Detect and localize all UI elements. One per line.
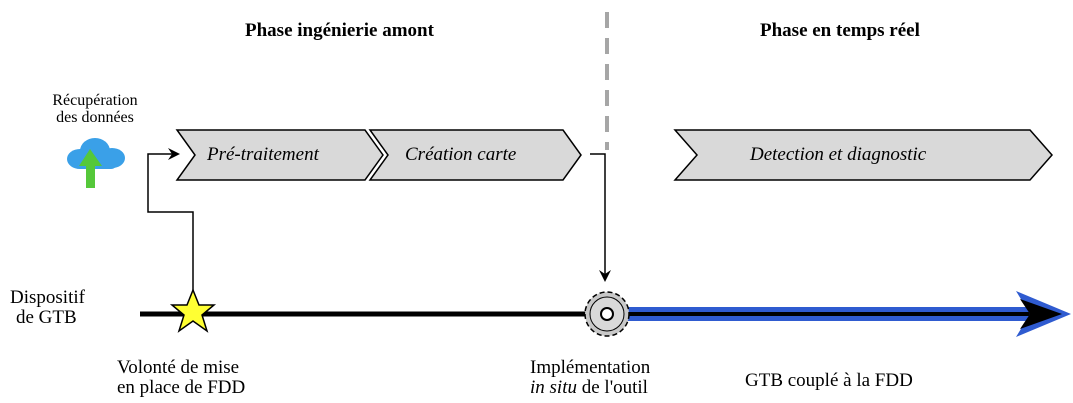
device-line1: Dispositif (10, 287, 85, 308)
chevron-detection (673, 129, 1053, 181)
data-retrieval-label: Récupération des données (40, 92, 150, 127)
coupled-label: GTB couplé à la FDD (745, 370, 913, 391)
chevron-map-creation (368, 129, 582, 181)
phase-title-upstream: Phase ingénierie amont (245, 20, 434, 41)
timeline-arrowhead (1020, 299, 1062, 329)
step-map-creation: Création carte (405, 144, 517, 165)
implementation-in-situ: in situ (530, 376, 577, 398)
start-line1: Volonté de mise (117, 357, 240, 378)
data-retrieval-line1: Récupération (52, 92, 138, 109)
step-pretreatment: Pré-traitement (207, 144, 319, 165)
implementation-line1: Implémentation (530, 357, 651, 378)
implementation-line2: in situ de l'outil (530, 376, 650, 398)
star-icon (169, 287, 217, 333)
implementation-rest: de l'outil (576, 376, 648, 398)
chevron-pretreatment (175, 129, 384, 181)
implementation-arrow (590, 153, 611, 282)
phase-title-realtime: Phase en temps réel (760, 20, 920, 41)
loop-arrow (147, 148, 194, 292)
implementation-label: Implémentation in situ de l'outil (530, 358, 650, 398)
step-detection: Detection et diagnostic (750, 144, 927, 165)
gear-icon (584, 291, 630, 337)
device-line2: de GTB (16, 306, 77, 328)
start-line2: en place de FDD (117, 376, 246, 398)
data-retrieval-line2: des données (56, 108, 134, 126)
start-label: Volonté de mise en place de FDD (117, 358, 245, 398)
cloud-upload-icon (67, 138, 125, 188)
device-label: Dispositif de GTB (10, 288, 85, 328)
